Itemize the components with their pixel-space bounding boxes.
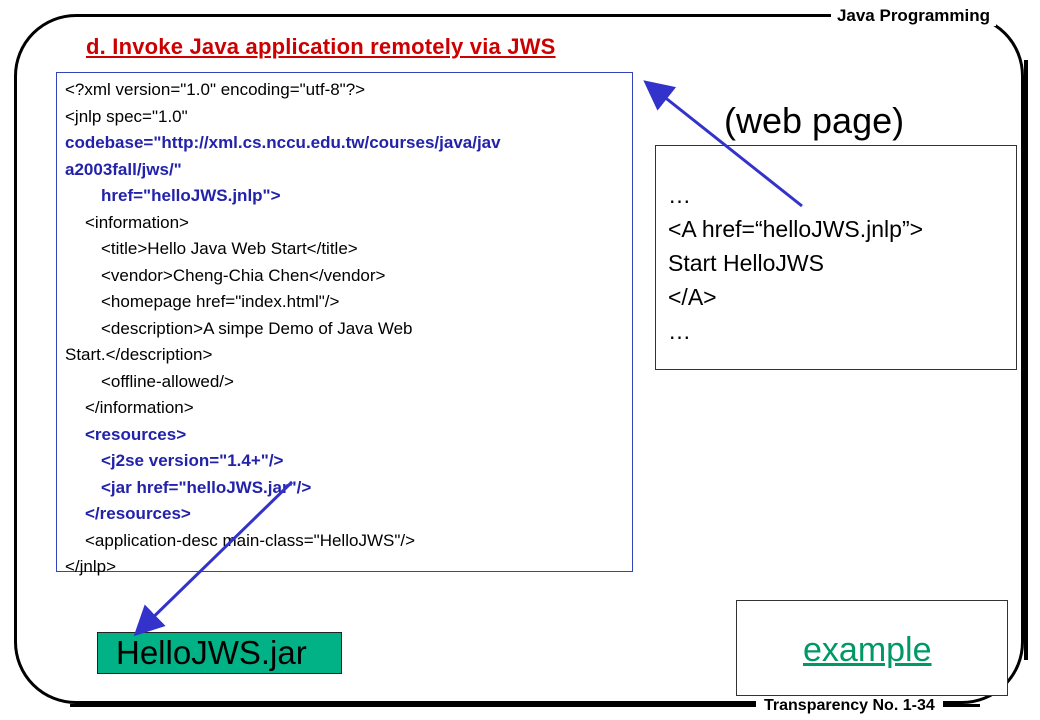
jar-file-label: HelloJWS.jar xyxy=(97,632,342,674)
example-link[interactable]: example xyxy=(803,631,932,669)
transparency-number: Transparency No. 1-34 xyxy=(756,697,943,715)
code-line: <application-desc main-class="HelloJWS"/… xyxy=(85,530,416,550)
web-page-line: </A> xyxy=(668,284,717,310)
code-line: <vendor>Cheng-Chia Chen</vendor> xyxy=(101,265,386,285)
code-line: </resources> xyxy=(85,504,191,523)
code-line: <j2se version="1.4+"/> xyxy=(101,451,284,470)
jnlp-code-box: <?xml version="1.0" encoding="utf-8"?> <j… xyxy=(56,72,633,576)
code-line: a2003fall/jws/" xyxy=(65,159,182,179)
code-line: <?xml version="1.0" encoding="utf-8"?> xyxy=(65,80,366,99)
code-line: <offline-allowed/> xyxy=(101,371,234,391)
code-line: <jar href="helloJWS.jar"/> xyxy=(101,477,312,497)
web-page-line: … xyxy=(668,318,691,344)
slide-frame xyxy=(14,14,1024,704)
frame-shadow-right xyxy=(1024,60,1028,660)
code-line: codebase="http://xml.cs.nccu.edu.tw/cour… xyxy=(65,133,501,152)
code-line: </jnlp> xyxy=(65,557,117,576)
web-page-line: Start HelloJWS xyxy=(668,250,824,276)
code-line: <title>Hello Java Web Start</title> xyxy=(101,239,358,258)
code-line: href="helloJWS.jnlp"> xyxy=(101,186,281,205)
code-line: </information> xyxy=(85,398,194,417)
code-line: <homepage href="index.html"/> xyxy=(101,292,340,311)
code-line: <resources> xyxy=(85,424,187,444)
web-page-title: (web page) xyxy=(724,100,905,141)
course-header: Java Programming xyxy=(830,6,996,26)
web-page-line: … xyxy=(668,182,691,208)
frame-shadow-bottom xyxy=(70,704,980,707)
slide-title: d. Invoke Java application remotely via … xyxy=(86,34,556,59)
example-box: example xyxy=(736,600,1008,696)
code-line: Start.</description> xyxy=(65,345,213,364)
code-line: <information> xyxy=(85,212,189,232)
web-page-line: <A href=“helloJWS.jnlp”> xyxy=(668,216,924,242)
code-line: <description>A simpe Demo of Java Web xyxy=(101,318,413,338)
web-page-box: … <A href=“helloJWS.jnlp”> Start HelloJWS <… xyxy=(655,145,1017,370)
code-line: <jnlp spec="1.0" xyxy=(65,106,188,126)
